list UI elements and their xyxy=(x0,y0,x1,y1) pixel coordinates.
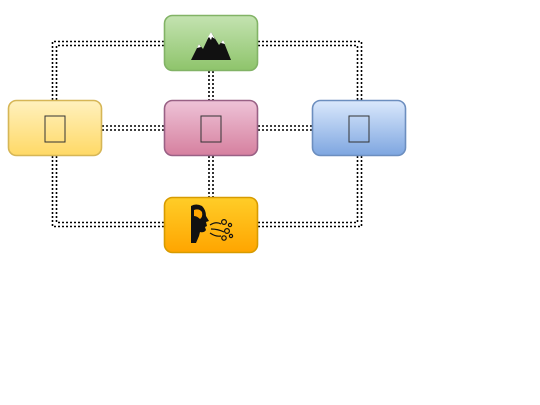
connector-top-left xyxy=(51,40,164,100)
connector-center-bottom xyxy=(208,156,214,197)
connector-bottom-left xyxy=(51,156,164,228)
missing-glyph-icon xyxy=(348,115,370,143)
connector-center-right xyxy=(258,125,312,131)
node-center[interactable] xyxy=(163,99,259,157)
connectors xyxy=(51,40,363,228)
connector-bottom-right xyxy=(258,156,363,228)
missing-glyph-icon xyxy=(44,115,66,143)
connector-top-center xyxy=(208,71,214,100)
missing-glyph-icon xyxy=(200,115,222,143)
connector-left-center xyxy=(102,125,164,131)
node-top[interactable] xyxy=(163,14,259,72)
node-left[interactable] xyxy=(7,99,103,157)
node-bottom[interactable] xyxy=(163,196,259,254)
node-right[interactable] xyxy=(311,99,407,157)
connector-top-right xyxy=(258,40,363,100)
wind-face-icon xyxy=(191,204,234,243)
mountain-icon xyxy=(191,32,231,60)
